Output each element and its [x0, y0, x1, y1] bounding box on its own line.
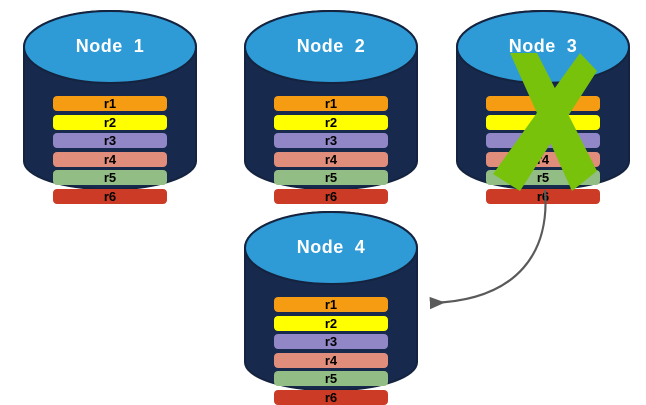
node-4-row-r2[interactable]: r2	[274, 315, 388, 331]
node-3-top-disc	[456, 10, 630, 84]
node-4-row-r5[interactable]: r5	[274, 371, 388, 387]
node-1-top-disc	[23, 10, 197, 84]
node-2-row-r6[interactable]: r6	[274, 189, 388, 204]
node-4-row-r3[interactable]: r3	[274, 334, 388, 350]
node-3-row-r1[interactable]: r1	[486, 96, 600, 111]
node-1-row-r4[interactable]: r4	[53, 151, 167, 167]
node-3-row-r3[interactable]: r3	[486, 133, 600, 149]
node-1-row-r2[interactable]: r2	[53, 114, 167, 130]
node-4-row-r1[interactable]: r1	[274, 297, 388, 312]
node-3-row-r4[interactable]: r4	[486, 151, 600, 167]
node-1-row-r5[interactable]: r5	[53, 170, 167, 186]
node-2-row-r4[interactable]: r4	[274, 151, 388, 167]
node-2-row-r3[interactable]: r3	[274, 133, 388, 149]
node-3-row-r5[interactable]: r5	[486, 170, 600, 186]
node-2-row-r5[interactable]: r5	[274, 170, 388, 186]
node-1-row-r6[interactable]: r6	[53, 189, 167, 204]
node-1-row-r1[interactable]: r1	[53, 96, 167, 111]
node-4-row-r4[interactable]: r4	[274, 352, 388, 368]
node-3-row-r2[interactable]: r2	[486, 114, 600, 130]
node-2-row-r1[interactable]: r1	[274, 96, 388, 111]
node-3-row-r6[interactable]: r6	[486, 189, 600, 204]
node-4-top-disc	[244, 211, 418, 285]
node-2-row-r2[interactable]: r2	[274, 114, 388, 130]
node-1-row-r3[interactable]: r3	[53, 133, 167, 149]
node-4-row-r6[interactable]: r6	[274, 390, 388, 405]
node-2-top-disc	[244, 10, 418, 84]
